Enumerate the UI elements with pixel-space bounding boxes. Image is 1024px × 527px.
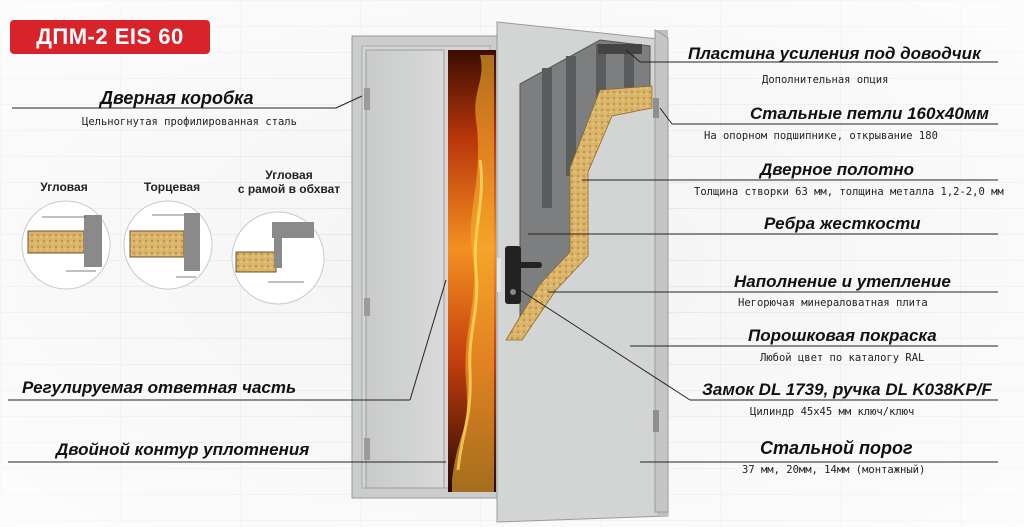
mineral-wool — [505, 85, 653, 341]
seal-title: Двойной контур уплотнения — [56, 440, 310, 459]
plate-title: Пластина усиления под доводчик — [688, 44, 981, 63]
hinges-title: Стальные петли 160х40мм — [750, 104, 989, 123]
closer-plate — [598, 44, 642, 54]
profile-corner-label: Угловая — [40, 180, 88, 194]
lock-subtitle: Цилиндр 45х45 мм ключ/ключ — [750, 406, 915, 418]
profile-end — [123, 200, 213, 290]
paint-title: Порошковая покраска — [748, 326, 937, 345]
fill-subtitle: Негорючая минераловатная плита — [738, 297, 928, 309]
leaf-subtitle: Толщина створки 63 мм, толщина металла 1… — [694, 186, 1004, 198]
strike-title: Регулируемая ответная часть — [22, 378, 297, 397]
model-badge: ДПМ-2 EIS 60 — [10, 20, 210, 54]
sill-title: Стальной порог — [760, 438, 913, 458]
frame-title: Дверная коробка — [100, 88, 254, 108]
profile-end-label: Торцевая — [143, 180, 201, 194]
ribs-title: Ребра жесткости — [764, 214, 921, 233]
profile-wrap-label: Угловая с рамой в обхват — [237, 168, 341, 196]
leaf-title: Дверное полотно — [760, 160, 915, 179]
frame-subtitle: Цельногнутая профилированная сталь — [82, 116, 297, 128]
plate-subtitle: Дополнительная опция — [762, 74, 889, 86]
lock-plate — [505, 246, 521, 304]
profile-corner — [21, 200, 111, 290]
sill-subtitle: 37 мм, 20мм, 14мм (монтажный) — [742, 464, 926, 476]
profile-wrap — [231, 211, 325, 305]
hinges-subtitle: На опорном подшипнике, открывание 180 — [704, 130, 938, 142]
paint-subtitle: Любой цвет по каталогу RAL — [760, 352, 925, 364]
fixed-leaf — [365, 49, 445, 489]
lock-title: Замок DL 1739, ручка DL K038KP/F — [702, 380, 992, 399]
fill-title: Наполнение и утепление — [734, 272, 951, 291]
leader-lines — [8, 49, 998, 463]
